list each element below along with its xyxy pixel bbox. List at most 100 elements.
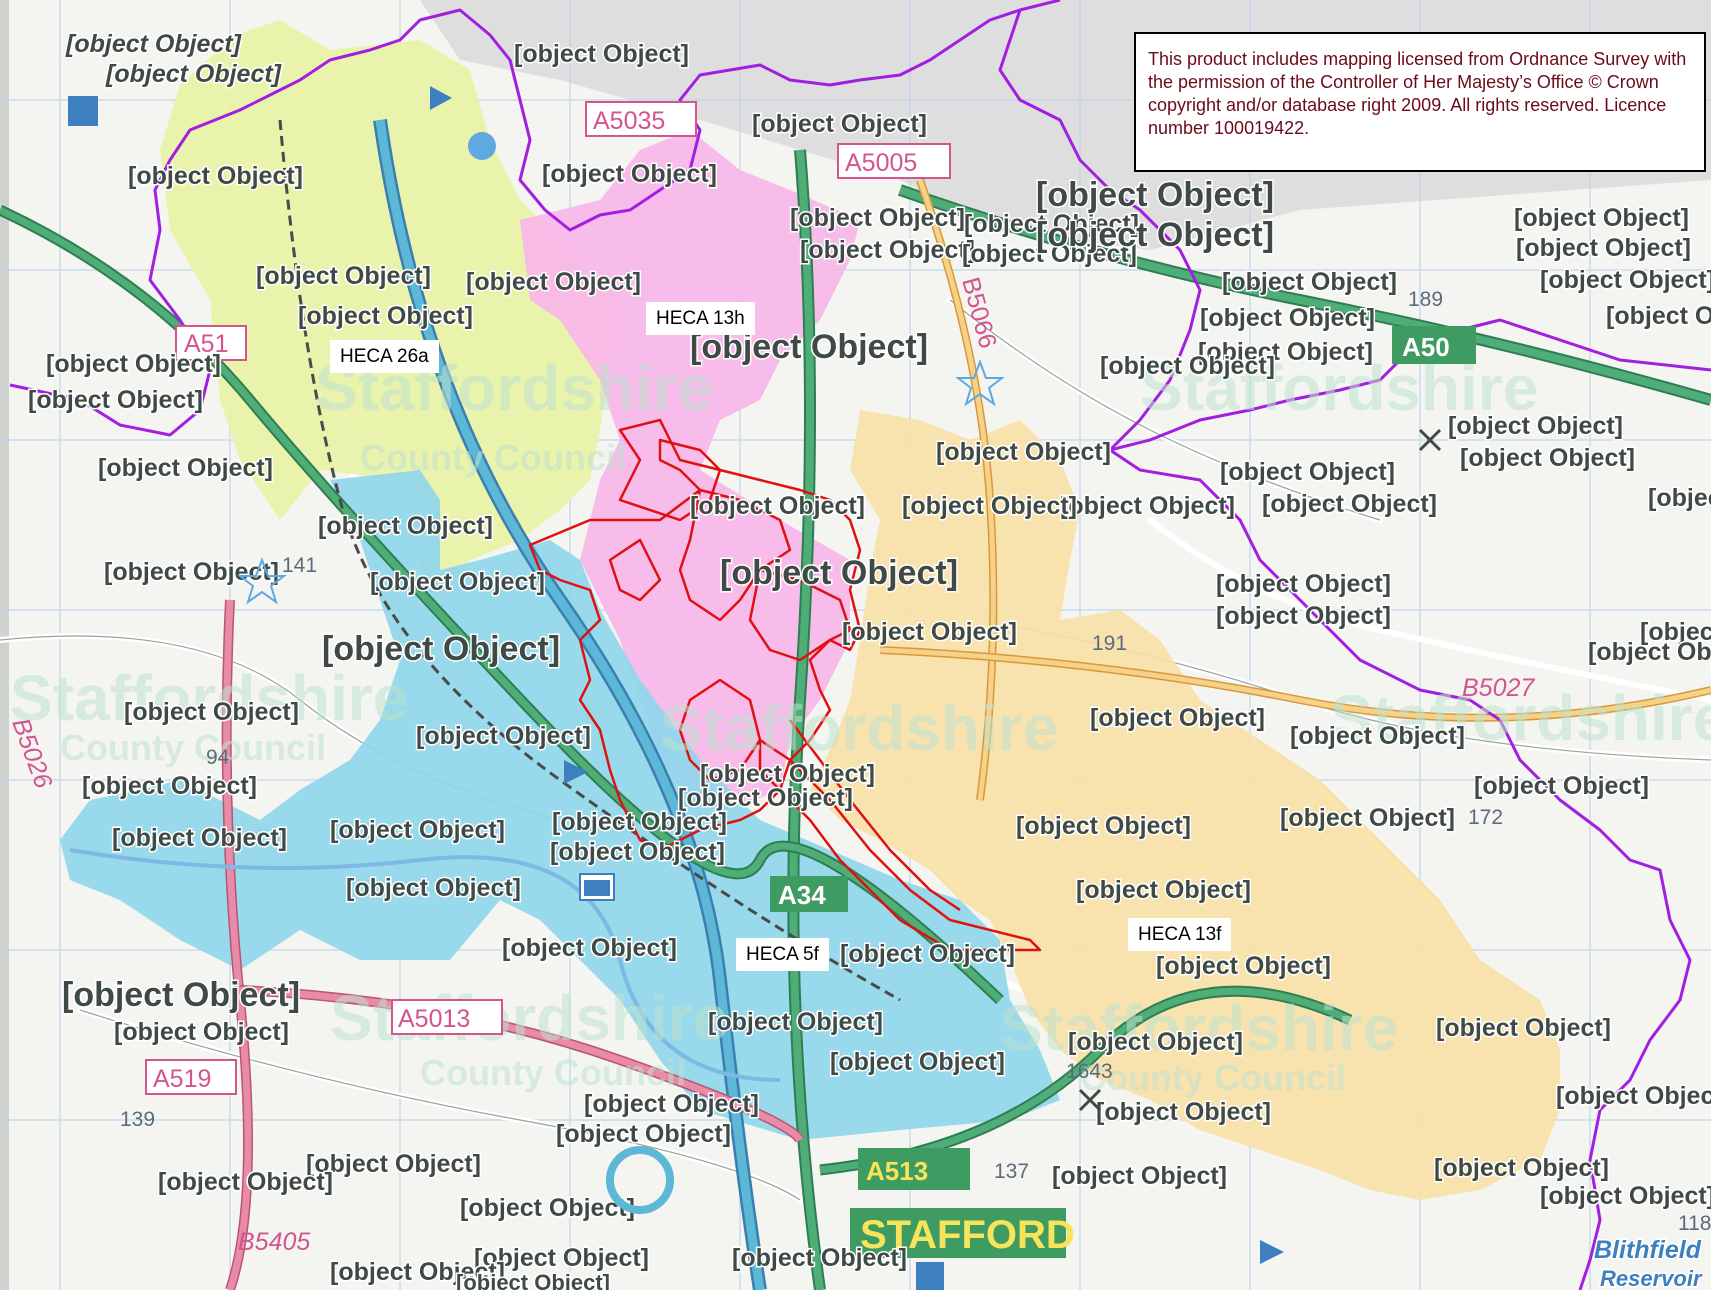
place-label: [object Object] bbox=[542, 160, 717, 188]
place-label: [object Object] bbox=[114, 1018, 289, 1046]
place-label: [object Object] bbox=[842, 618, 1017, 646]
place-label: [object Object] bbox=[1436, 1014, 1611, 1042]
place-label: [object Object] bbox=[1216, 602, 1391, 630]
place-label: [object Object] bbox=[1036, 216, 1274, 254]
county-council-watermark-2: County Council bbox=[60, 727, 326, 768]
heca-13h-area bbox=[520, 130, 860, 810]
a-road-a5013 bbox=[239, 985, 805, 1143]
place-label: [object Object] bbox=[370, 568, 545, 596]
a-road-a519 bbox=[221, 599, 253, 1290]
heca-label-26a: HECA 26a bbox=[330, 340, 439, 373]
heca-label-13f: HECA 13f bbox=[1128, 918, 1232, 951]
svg-text:A5035: A5035 bbox=[593, 107, 665, 135]
place-stafford-town: STAFFORD bbox=[860, 1213, 1075, 1257]
place-label: [object Object] bbox=[962, 240, 1137, 268]
place-label: [object Object] bbox=[346, 874, 521, 902]
place-label: [object Object] bbox=[1096, 1098, 1271, 1126]
place-label: [object Object] bbox=[1036, 176, 1274, 214]
place-label: [object Object] bbox=[474, 1244, 649, 1272]
place-label: [object Object] bbox=[1648, 484, 1711, 512]
place-label: [object Object] bbox=[514, 40, 689, 68]
spot-height: 191 bbox=[1092, 632, 1127, 655]
svg-text:A5013: A5013 bbox=[398, 1005, 470, 1033]
place-label: [object Object] bbox=[82, 772, 257, 800]
spot-height: 137 bbox=[994, 1160, 1029, 1183]
place-label: [object Object] bbox=[1448, 412, 1623, 440]
county-council-watermark-1: County Council bbox=[360, 437, 626, 478]
place-label: [object Object] bbox=[46, 350, 221, 378]
county-council-watermark-3: County Council bbox=[420, 1052, 686, 1093]
place-label: Reservoir bbox=[1600, 1266, 1703, 1290]
place-label: [object Object] bbox=[690, 492, 865, 520]
place-label: [object Object] bbox=[330, 1258, 505, 1286]
stafford-label-bg bbox=[850, 1208, 1066, 1258]
place-label: [object Object] bbox=[1640, 618, 1711, 646]
svg-text:A5005: A5005 bbox=[845, 149, 917, 177]
place-label: [object Object] bbox=[1060, 492, 1235, 520]
spot-height: 139 bbox=[120, 1108, 155, 1131]
railway bbox=[278, 119, 901, 1002]
map-frame bbox=[0, 0, 9, 1290]
road-shield-a5005: A5005 bbox=[837, 143, 951, 179]
place-label: [object Object] bbox=[158, 1168, 333, 1196]
road-shield-a34: A34 bbox=[770, 876, 848, 912]
place-label: [object Object] bbox=[1198, 338, 1373, 366]
place-label: [object Object] bbox=[1280, 804, 1455, 832]
place-label: [object Object] bbox=[104, 558, 279, 586]
place-label: [object Object] bbox=[256, 262, 431, 290]
svg-text:A50: A50 bbox=[1402, 332, 1450, 362]
place-label: [object Object] bbox=[1540, 266, 1711, 294]
place-label: [object Object] bbox=[1474, 772, 1649, 800]
place-label: [object Object] bbox=[1588, 638, 1711, 666]
place-label: [object Object] bbox=[1290, 722, 1465, 750]
castle-icon bbox=[68, 96, 98, 126]
services-icon bbox=[579, 873, 615, 901]
road-shield-a513: A513 bbox=[858, 1148, 970, 1190]
place-label: [object Object] bbox=[936, 438, 1111, 466]
place-label: [object Object] bbox=[1016, 812, 1191, 840]
place-label: [object Object] bbox=[584, 1090, 759, 1118]
spot-height: 118 bbox=[1678, 1212, 1711, 1235]
place-label: [object Object] bbox=[456, 1270, 610, 1290]
place-label: Blithfield bbox=[1594, 1236, 1702, 1264]
road-shield-a519: A519 bbox=[145, 1059, 237, 1095]
road-shield-a5013: A5013 bbox=[391, 999, 503, 1035]
spot-height: 141 bbox=[282, 554, 317, 577]
place-label: [object Object] bbox=[1514, 204, 1689, 232]
place-label: [object Object] bbox=[1068, 1028, 1243, 1056]
place-label: [object Object] bbox=[1076, 876, 1251, 904]
spot-height: 94 bbox=[206, 746, 230, 769]
svg-text:A51: A51 bbox=[184, 330, 228, 358]
place-label: [object Object] bbox=[708, 1008, 883, 1036]
place-label: [object Object] bbox=[1434, 1154, 1609, 1182]
place-label: [object Object] bbox=[902, 492, 1077, 520]
battlefield-icon bbox=[1078, 428, 1442, 1112]
place-label: [object Object] bbox=[800, 236, 975, 264]
spot-height: 172 bbox=[1468, 806, 1503, 829]
place-label: [object Object] bbox=[330, 816, 505, 844]
county-watermark-3: Staffordshire bbox=[10, 662, 408, 734]
place-label: [object Object] bbox=[1220, 458, 1395, 486]
svg-text:A34: A34 bbox=[778, 880, 826, 910]
place-label: [object Object] bbox=[466, 268, 641, 296]
study-area-boundary bbox=[528, 418, 1042, 952]
b-road-b5066 bbox=[916, 178, 998, 801]
place-label: [object Object] bbox=[1200, 304, 1375, 332]
place-label: [object Object] bbox=[830, 1048, 1005, 1076]
place-label: [object Object] bbox=[124, 698, 299, 726]
flag-icon bbox=[430, 86, 1284, 1264]
place-label: [object Object] bbox=[502, 934, 677, 962]
road-label-b5405: B5405 bbox=[238, 1228, 310, 1256]
place-label: [object Object] bbox=[318, 512, 493, 540]
place-label: [object Object] bbox=[790, 204, 965, 232]
place-label: [object Object] bbox=[98, 454, 273, 482]
svg-text:A519: A519 bbox=[153, 1065, 211, 1093]
place-label: [object Object] bbox=[1262, 490, 1437, 518]
information-icon bbox=[916, 1262, 944, 1290]
county-council-watermark-4: County Council bbox=[1080, 1057, 1346, 1098]
place-label: [object Object] bbox=[416, 722, 591, 750]
county-watermark-7: Staffordshire bbox=[1000, 992, 1398, 1064]
primary-road-a50 bbox=[898, 184, 1711, 406]
place-labels: [object Object] [object Object] [object … bbox=[27, 29, 1711, 1290]
